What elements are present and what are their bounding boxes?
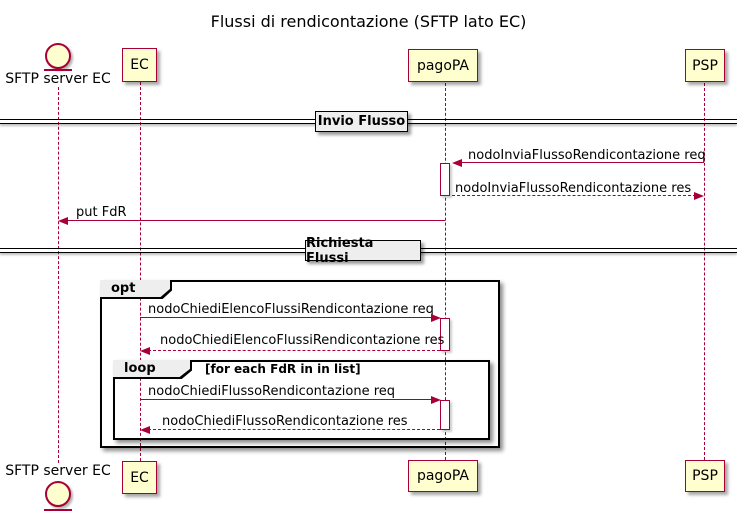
- frame-opt: [100, 280, 500, 448]
- divider-invio-label: Invio Flusso: [315, 111, 408, 132]
- arrowhead-left-icon: [140, 347, 150, 355]
- lifeline-pagopa: [445, 83, 446, 460]
- participant-pagopa-bottom: pagoPA: [408, 460, 478, 492]
- frame-opt-header: opt: [100, 280, 172, 299]
- loop-condition: [for each FdR in in list]: [205, 362, 361, 376]
- entity-underline: [44, 509, 72, 511]
- entity-icon: [45, 43, 71, 69]
- message-flusso-req: nodoChiediFlussoRendicontazione req: [148, 384, 396, 399]
- entity-underline: [44, 69, 72, 71]
- message-invia-req: nodoInviaFlussoRendicontazione req: [468, 148, 706, 163]
- participant-ec-top: EC: [122, 48, 157, 82]
- message-elenco-req: nodoChiediElencoFlussiRendicontazione re…: [148, 302, 434, 317]
- activation-bar-pagopa-1: [440, 163, 450, 196]
- message-invia-res-line: [452, 195, 696, 196]
- arrowhead-left-icon: [140, 426, 150, 434]
- lifeline-sftp: [58, 87, 59, 463]
- frame-loop: [113, 360, 490, 440]
- message-put-fdr: put FdR: [76, 205, 127, 220]
- arrowhead-left-icon: [58, 217, 68, 225]
- lifeline-psp: [704, 83, 705, 460]
- participant-psp-bottom: PSP: [685, 460, 725, 492]
- message-put-fdr-line: [65, 220, 445, 221]
- message-elenco-req-line: [140, 317, 433, 318]
- message-flusso-req-line: [140, 399, 433, 400]
- frame-loop-header: loop: [113, 360, 192, 379]
- arrowhead-right-icon: [431, 396, 441, 404]
- participant-ec-bottom: EC: [122, 461, 157, 494]
- frame-opt-label: opt: [100, 280, 170, 297]
- participant-sftp-bottom: SFTP server EC: [5, 463, 111, 479]
- arrowhead-right-icon: [431, 314, 441, 322]
- participant-sftp-top: SFTP server EC: [5, 71, 111, 87]
- message-elenco-res: nodoChiediElencoFlussiRendicontazione re…: [160, 333, 445, 348]
- activation-bar-pagopa-2: [440, 318, 450, 351]
- participant-pagopa-top: pagoPA: [408, 49, 478, 82]
- diagram-title: Flussi di rendicontazione (SFTP lato EC): [210, 12, 527, 31]
- entity-icon: [45, 481, 71, 507]
- lifeline-ec: [140, 82, 141, 461]
- participant-psp-top: PSP: [685, 49, 725, 82]
- message-invia-res: nodoInviaFlussoRendicontazione res: [455, 181, 692, 196]
- message-invia-req-line: [458, 162, 704, 163]
- frame-loop-label: loop: [113, 360, 190, 377]
- arrowhead-right-icon: [694, 192, 704, 200]
- message-flusso-res: nodoChiediFlussoRendicontazione res: [162, 414, 408, 429]
- message-elenco-res-line: [148, 350, 440, 351]
- divider-richiesta-label: Richiesta Flussi: [305, 236, 421, 266]
- activation-bar-pagopa-3: [440, 400, 450, 430]
- message-flusso-res-line: [148, 429, 440, 430]
- arrowhead-left-icon: [452, 159, 462, 167]
